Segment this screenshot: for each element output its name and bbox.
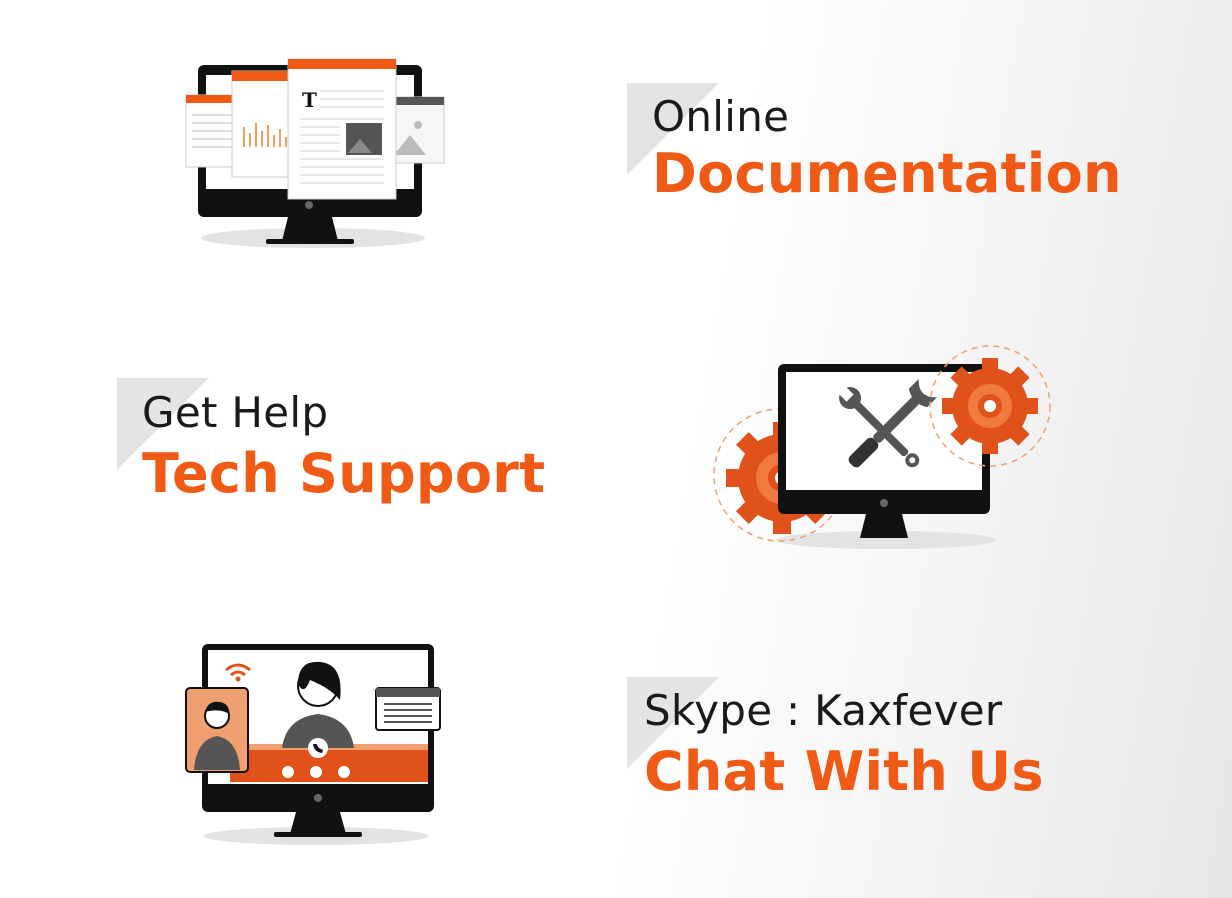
decorative-triangle [627, 677, 719, 769]
monitor-with-video-call-icon [185, 644, 441, 845]
svg-text:T: T [302, 88, 317, 112]
decorative-triangle [627, 83, 719, 175]
section-title: Tech Support [142, 442, 546, 505]
section-title: Documentation [652, 142, 1122, 205]
monitor-with-tools-and-gears-icon [713, 345, 1051, 549]
section-subtitle: Skype : Kaxfever [644, 686, 1003, 735]
monitor-with-documents-icon: T [185, 58, 445, 248]
section-subtitle: Get Help [142, 388, 329, 437]
section-subtitle: Online [652, 92, 790, 141]
section-title: Chat With Us [644, 740, 1044, 803]
decorative-triangle [117, 378, 209, 470]
